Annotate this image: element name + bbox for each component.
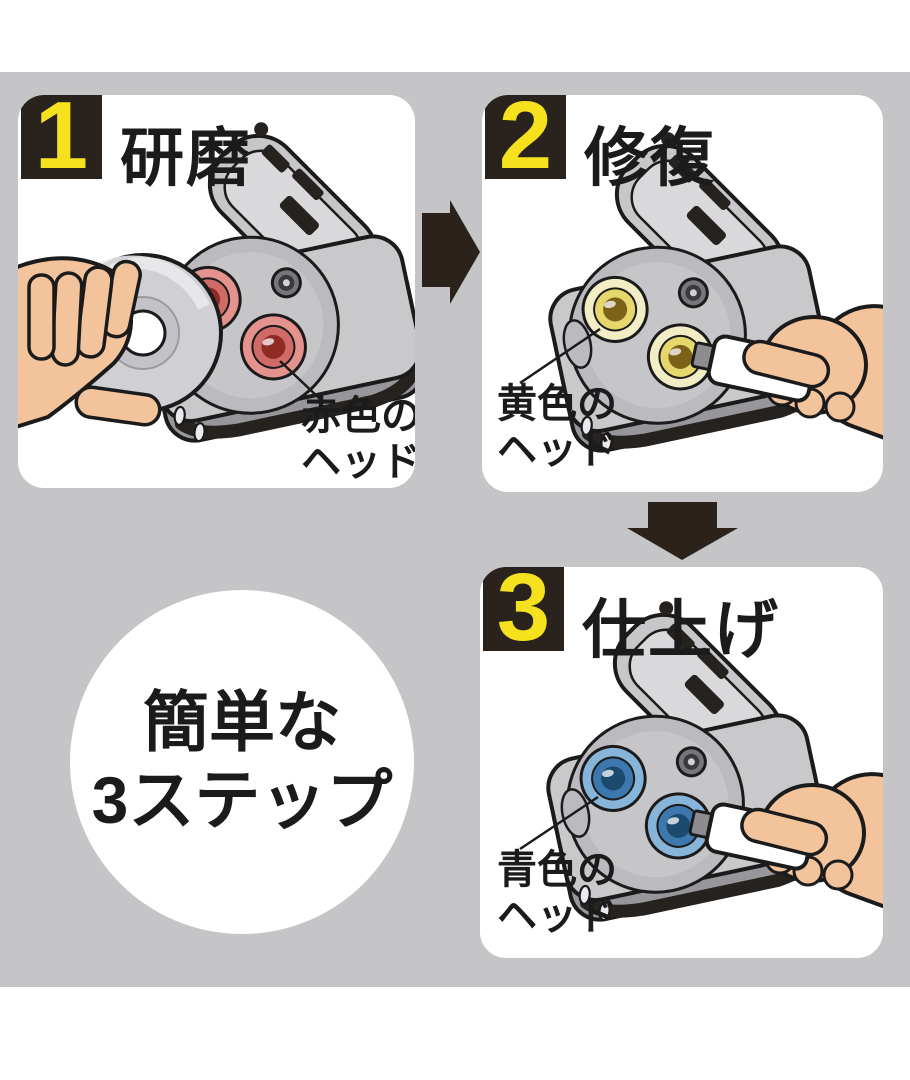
step-1-panel: 1 研磨 赤色の ヘッド [18, 95, 415, 488]
caption-line-2: ヘッド [497, 428, 617, 472]
head-color-caption: 赤色の ヘッド [301, 393, 415, 485]
head-color-caption: 黄色の ヘッド [497, 381, 617, 473]
step-3-panel: 3 仕上げ 青色の ヘッド [480, 567, 883, 958]
caption-leader-line [519, 795, 599, 851]
circle-text-line-2: 3ステップ [91, 763, 393, 837]
caption-line-1: 赤色の [301, 394, 415, 438]
step-number: 1 [34, 95, 89, 189]
step-number-badge: 1 [21, 95, 102, 189]
caption-line-2: ヘッド [497, 894, 617, 938]
step-2-panel: 2 修復 黄色の ヘッド [482, 95, 883, 492]
step-2-illustration [519, 95, 883, 492]
step-number-badge: 3 [483, 567, 564, 661]
step-3-illustration [519, 567, 883, 958]
caption-leader-line [279, 360, 321, 400]
step-1-illustration [18, 95, 415, 488]
easy-steps-circle: 簡単な 3ステップ [70, 590, 414, 934]
step-number: 3 [496, 567, 551, 661]
step-title: 修復 [584, 122, 716, 194]
caption-leader-line [519, 327, 601, 385]
arrow-right-icon [422, 200, 480, 304]
step-number: 2 [498, 95, 553, 189]
head-color-caption: 青色の ヘッド [497, 847, 617, 939]
caption-line-2: ヘッド [301, 440, 415, 484]
caption-line-1: 青色の [497, 848, 617, 892]
circle-text-line-1: 簡単な [143, 685, 341, 760]
step-title: 研磨 [120, 122, 252, 194]
step-title: 仕上げ [582, 594, 780, 666]
step-number-badge: 2 [485, 95, 566, 189]
arrow-down-icon [627, 502, 738, 560]
caption-line-1: 黄色の [497, 382, 617, 426]
